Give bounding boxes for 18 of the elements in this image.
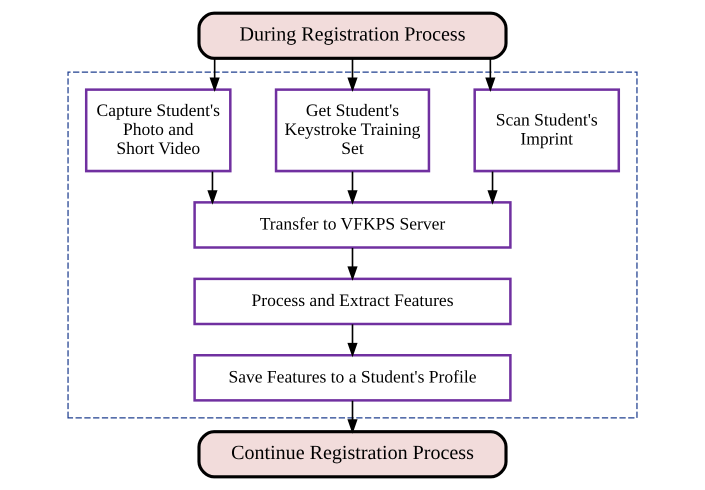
arrow — [207, 172, 218, 205]
arrow — [487, 172, 498, 205]
node-box: Save Features to a Student's Profile — [193, 354, 512, 402]
node-box: Continue Registration Process — [197, 430, 508, 478]
node-box: During Registration Process — [197, 12, 508, 60]
node-box: Capture Student's Photo and Short Video — [84, 88, 232, 172]
arrow — [347, 248, 358, 281]
arrow — [347, 58, 358, 92]
node-box: Transfer to VFKPS Server — [193, 201, 512, 249]
arrow — [347, 400, 358, 434]
node-box: Process and Extract Features — [193, 278, 512, 326]
node-box: Get Student's Keystroke Training Set — [274, 88, 430, 172]
arrow — [347, 172, 358, 205]
cluster — [67, 71, 638, 419]
arrow — [347, 324, 358, 358]
arrow — [210, 58, 220, 92]
node-box: Scan Student's Imprint — [473, 88, 620, 172]
arrow — [485, 58, 496, 92]
